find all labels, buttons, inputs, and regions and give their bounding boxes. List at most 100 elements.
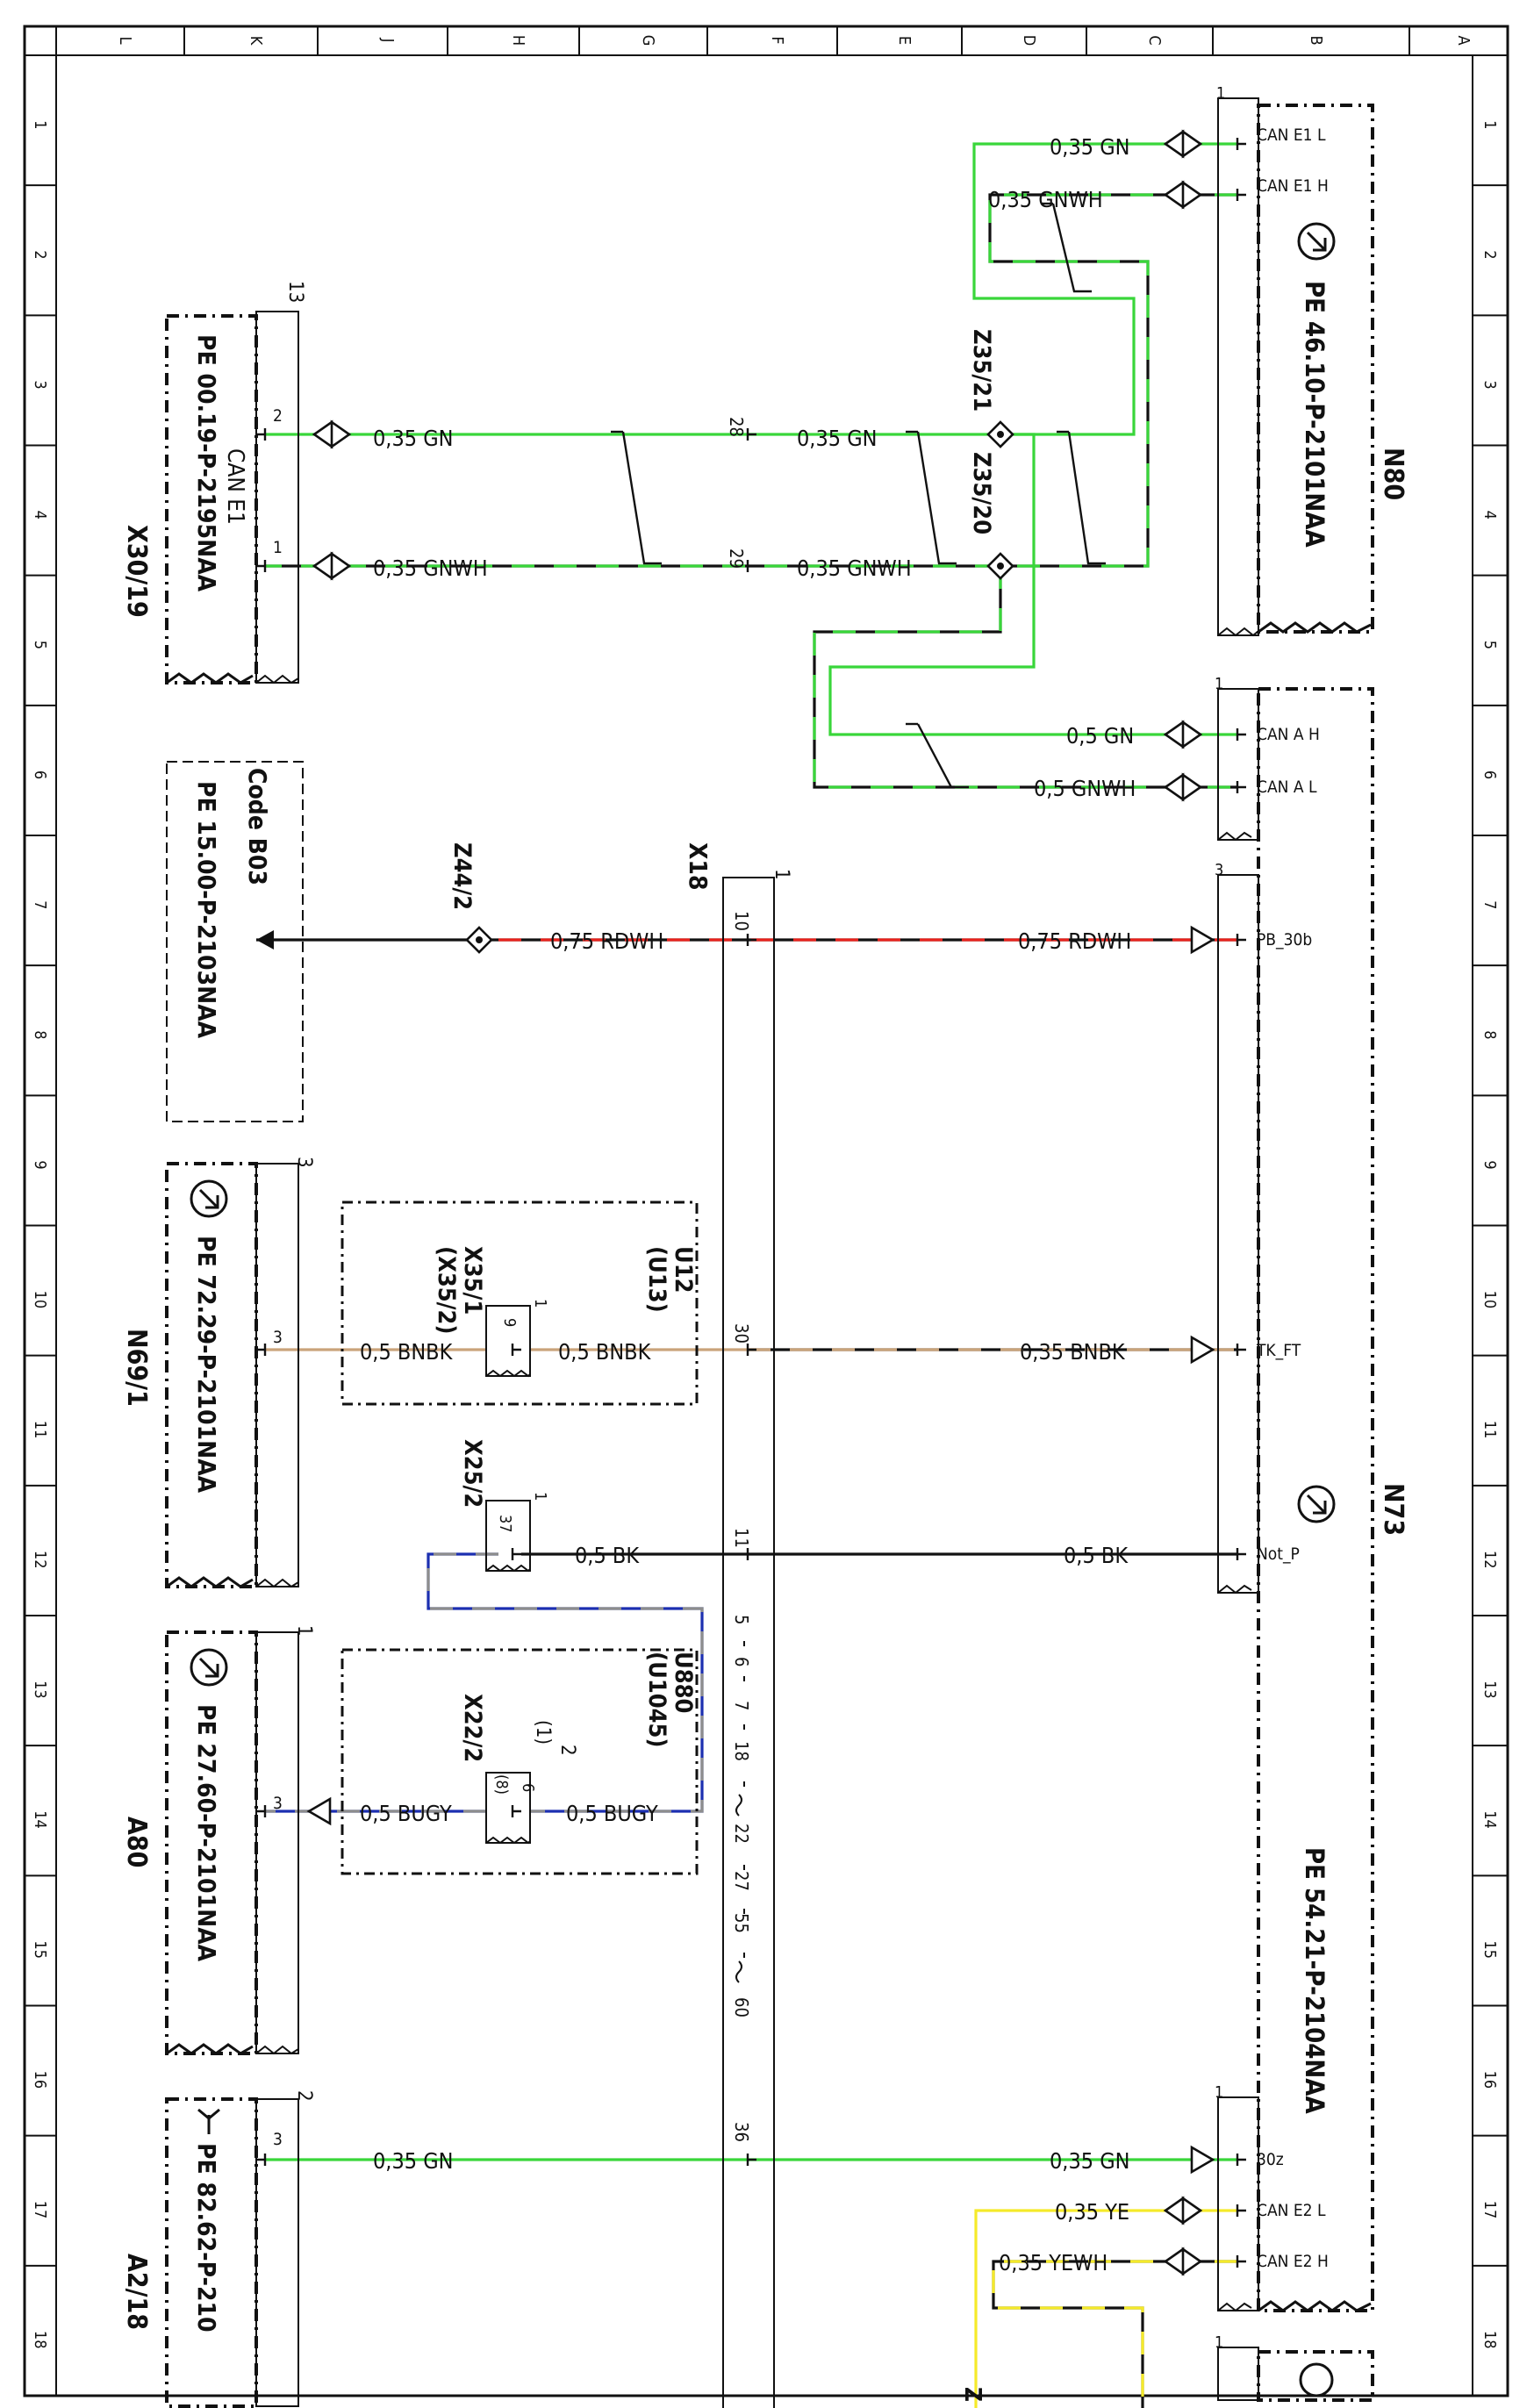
- n73-block1: 1: [1215, 675, 1223, 693]
- x18-cut-marks: [735, 1641, 745, 1983]
- splice-z35-21: Z35/21: [968, 329, 995, 412]
- x22-block: 2: [556, 1745, 578, 1756]
- grid-row-label-right: 12: [1480, 1551, 1499, 1569]
- arrow-right-icon: [1190, 1335, 1215, 1365]
- component-n80[interactable]: 1 PE 46.10-P-2101NAA N80 CAN E1 L CAN E1…: [1216, 84, 1409, 637]
- pin-stub: [746, 560, 756, 572]
- pin-stub: [746, 428, 756, 441]
- twist-mark: [1051, 203, 1092, 293]
- grid-col-label: E: [895, 36, 914, 45]
- component-partial-bottom: 1 Z: [959, 2333, 1374, 2402]
- wire-label-11: 0,5 BNBK: [360, 1339, 454, 1365]
- a80-block-number: 1: [293, 1625, 315, 1637]
- component-x18[interactable]: X18 1 10 30 11 5 6 7 18 22 27 55 60 36 2…: [684, 417, 792, 2408]
- twist-indicators: [611, 202, 1106, 789]
- splice-dot: [997, 431, 1004, 438]
- arrow-filled-left-icon: [256, 930, 274, 950]
- grid-row-label-left: 3: [31, 380, 49, 389]
- component-code-b03[interactable]: Code B03 PE 15.00-P-2103NAA: [166, 761, 304, 1122]
- component-n69-1[interactable]: 3 PE 72.29-P-2101NAA N69/1 3: [121, 1157, 315, 1588]
- bus-arrow-icon: [1163, 720, 1203, 749]
- code-b03-reference[interactable]: PE 15.00-P-2103NAA: [192, 781, 221, 1039]
- grid-row-label-right: 10: [1480, 1291, 1499, 1309]
- wire-label-8: 0,5 GNWH: [1034, 776, 1136, 801]
- grid-col-label: G: [639, 35, 657, 47]
- n73-can-a-h: CAN A H: [1257, 725, 1320, 744]
- x30-pin1: 1: [273, 538, 283, 557]
- grid-row-label-left: 11: [31, 1421, 49, 1439]
- n80-block-number: 1: [1216, 84, 1225, 103]
- n69-reference[interactable]: PE 72.29-P-2101NAA: [192, 1236, 221, 1494]
- n69-pin3: 3: [273, 1328, 283, 1347]
- x30-label: X30/19: [121, 525, 152, 618]
- wire-label-14: 0,5 BK: [575, 1543, 640, 1568]
- grid-row-label-right: 14: [1480, 1810, 1499, 1829]
- wire-can-e2-h: [992, 2260, 1237, 2408]
- bus-arrow-icon: [1163, 772, 1203, 802]
- wire-label-21: 0,35 YEWH: [999, 2250, 1107, 2275]
- wire-can-e1-h-to-x18-base: [265, 193, 1237, 568]
- wire-can-e1-h-to-x18-stripe: [265, 193, 1237, 568]
- pin-stub: [746, 2154, 756, 2166]
- a80-reference[interactable]: PE 27.60-P-2101NAA: [192, 1704, 221, 1962]
- n73-can-e2-l: CAN E2 L: [1257, 2201, 1326, 2220]
- grid-row-label-left: 18: [31, 2331, 49, 2349]
- wire-label-17: 0,5 BUGY: [566, 1801, 658, 1826]
- grid-row-label-right: 16: [1480, 2071, 1499, 2089]
- pin-stub: [511, 1805, 521, 1817]
- x18-pin-27: 27: [731, 1871, 752, 1891]
- grid-row-label-right: 8: [1480, 1030, 1499, 1039]
- x22-label: X22/2: [459, 1694, 486, 1762]
- grid-col-label: C: [1145, 35, 1164, 45]
- grid-row-label-right: 1: [1480, 120, 1499, 129]
- x30-reference[interactable]: PE 00.19-P-2195NAA: [192, 334, 221, 592]
- n80-pin2-label: CAN E1 H: [1257, 176, 1329, 196]
- wire-z3520-to-can-a-l-stripe: [813, 566, 1237, 789]
- component-n73[interactable]: 1 3 1 N73 PE 54.21-P-2104NAA CAN A H CAN…: [1215, 675, 1409, 2312]
- n73-pb30b: PB_30b: [1257, 930, 1312, 950]
- splice-z44-2: Z44/2: [448, 842, 476, 910]
- n73-tkft: TK_FT: [1256, 1341, 1301, 1360]
- antenna-icon: [197, 2108, 220, 2134]
- component-u12[interactable]: U12 (U13) X35/1 (X35/2) 1 9: [340, 1200, 699, 1406]
- pin-stub: [746, 1548, 756, 1560]
- component-u880[interactable]: U880 (U1045) X22/2 2 (1) 6 (8): [340, 1648, 699, 1875]
- wire-label-15: 0,5 BK: [1064, 1543, 1129, 1568]
- bus-arrow-icon: [1163, 2196, 1203, 2225]
- u880-label: U880: [670, 1652, 697, 1713]
- control-unit-symbol-icon: [1297, 1485, 1336, 1523]
- grid-row-label-left: 16: [31, 2071, 49, 2089]
- a2-reference[interactable]: PE 82.62-P-210: [192, 2143, 221, 2333]
- grid-row-label-right: 18: [1480, 2331, 1499, 2349]
- n73-can-a-l: CAN A L: [1257, 778, 1317, 797]
- component-x25-2[interactable]: X25/2 1 37: [459, 1439, 549, 1573]
- a2-label: A2/18: [121, 2254, 152, 2330]
- twist-mark: [916, 723, 969, 789]
- component-x30-19[interactable]: 13 PE 00.19-P-2195NAA CAN E1 X30/19 2 1: [121, 281, 306, 684]
- pin-stub: [511, 1344, 521, 1356]
- grid-row-label-right: 13: [1480, 1681, 1499, 1699]
- n80-pin1-label: CAN E1 L: [1257, 125, 1326, 145]
- grid-row-label-right: 6: [1480, 770, 1499, 779]
- wire-can-e2-h-stripe: [992, 2260, 1237, 2408]
- n73-reference[interactable]: PE 54.21-P-2104NAA: [1300, 1847, 1330, 2114]
- wire-label-3: 0,35 GN: [373, 426, 453, 451]
- grid-row-label-right: 17: [1480, 2201, 1499, 2219]
- wire-z3521-to-can-a-h-base: [828, 433, 1237, 736]
- pin-stub: [1236, 189, 1246, 201]
- n80-reference[interactable]: PE 46.10-P-2101NAA: [1300, 281, 1330, 548]
- component-a80[interactable]: 1 PE 27.60-P-2101NAA A80 3: [121, 1625, 315, 2055]
- n73-block3: 3: [1215, 861, 1223, 879]
- wire-label-12: 0,5 BNBK: [558, 1339, 652, 1365]
- wire-z3521-to-can-a-h: [828, 433, 1237, 736]
- wire-label-16: 0,5 BUGY: [360, 1801, 452, 1826]
- x18-pin-5: 5: [731, 1615, 752, 1624]
- grid-col-label: A: [1454, 35, 1473, 45]
- a80-pin3: 3: [273, 1794, 283, 1813]
- x25-block: 1: [531, 1492, 549, 1501]
- twist-mark: [621, 431, 662, 565]
- wire-can-e2-h-base: [992, 2260, 1237, 2408]
- component-a2-18[interactable]: 2 PE 82.62-P-210 A2/18 3: [121, 2090, 315, 2408]
- grid-row-label-left: 5: [31, 641, 49, 649]
- bus-arrow-icon: [1163, 129, 1203, 159]
